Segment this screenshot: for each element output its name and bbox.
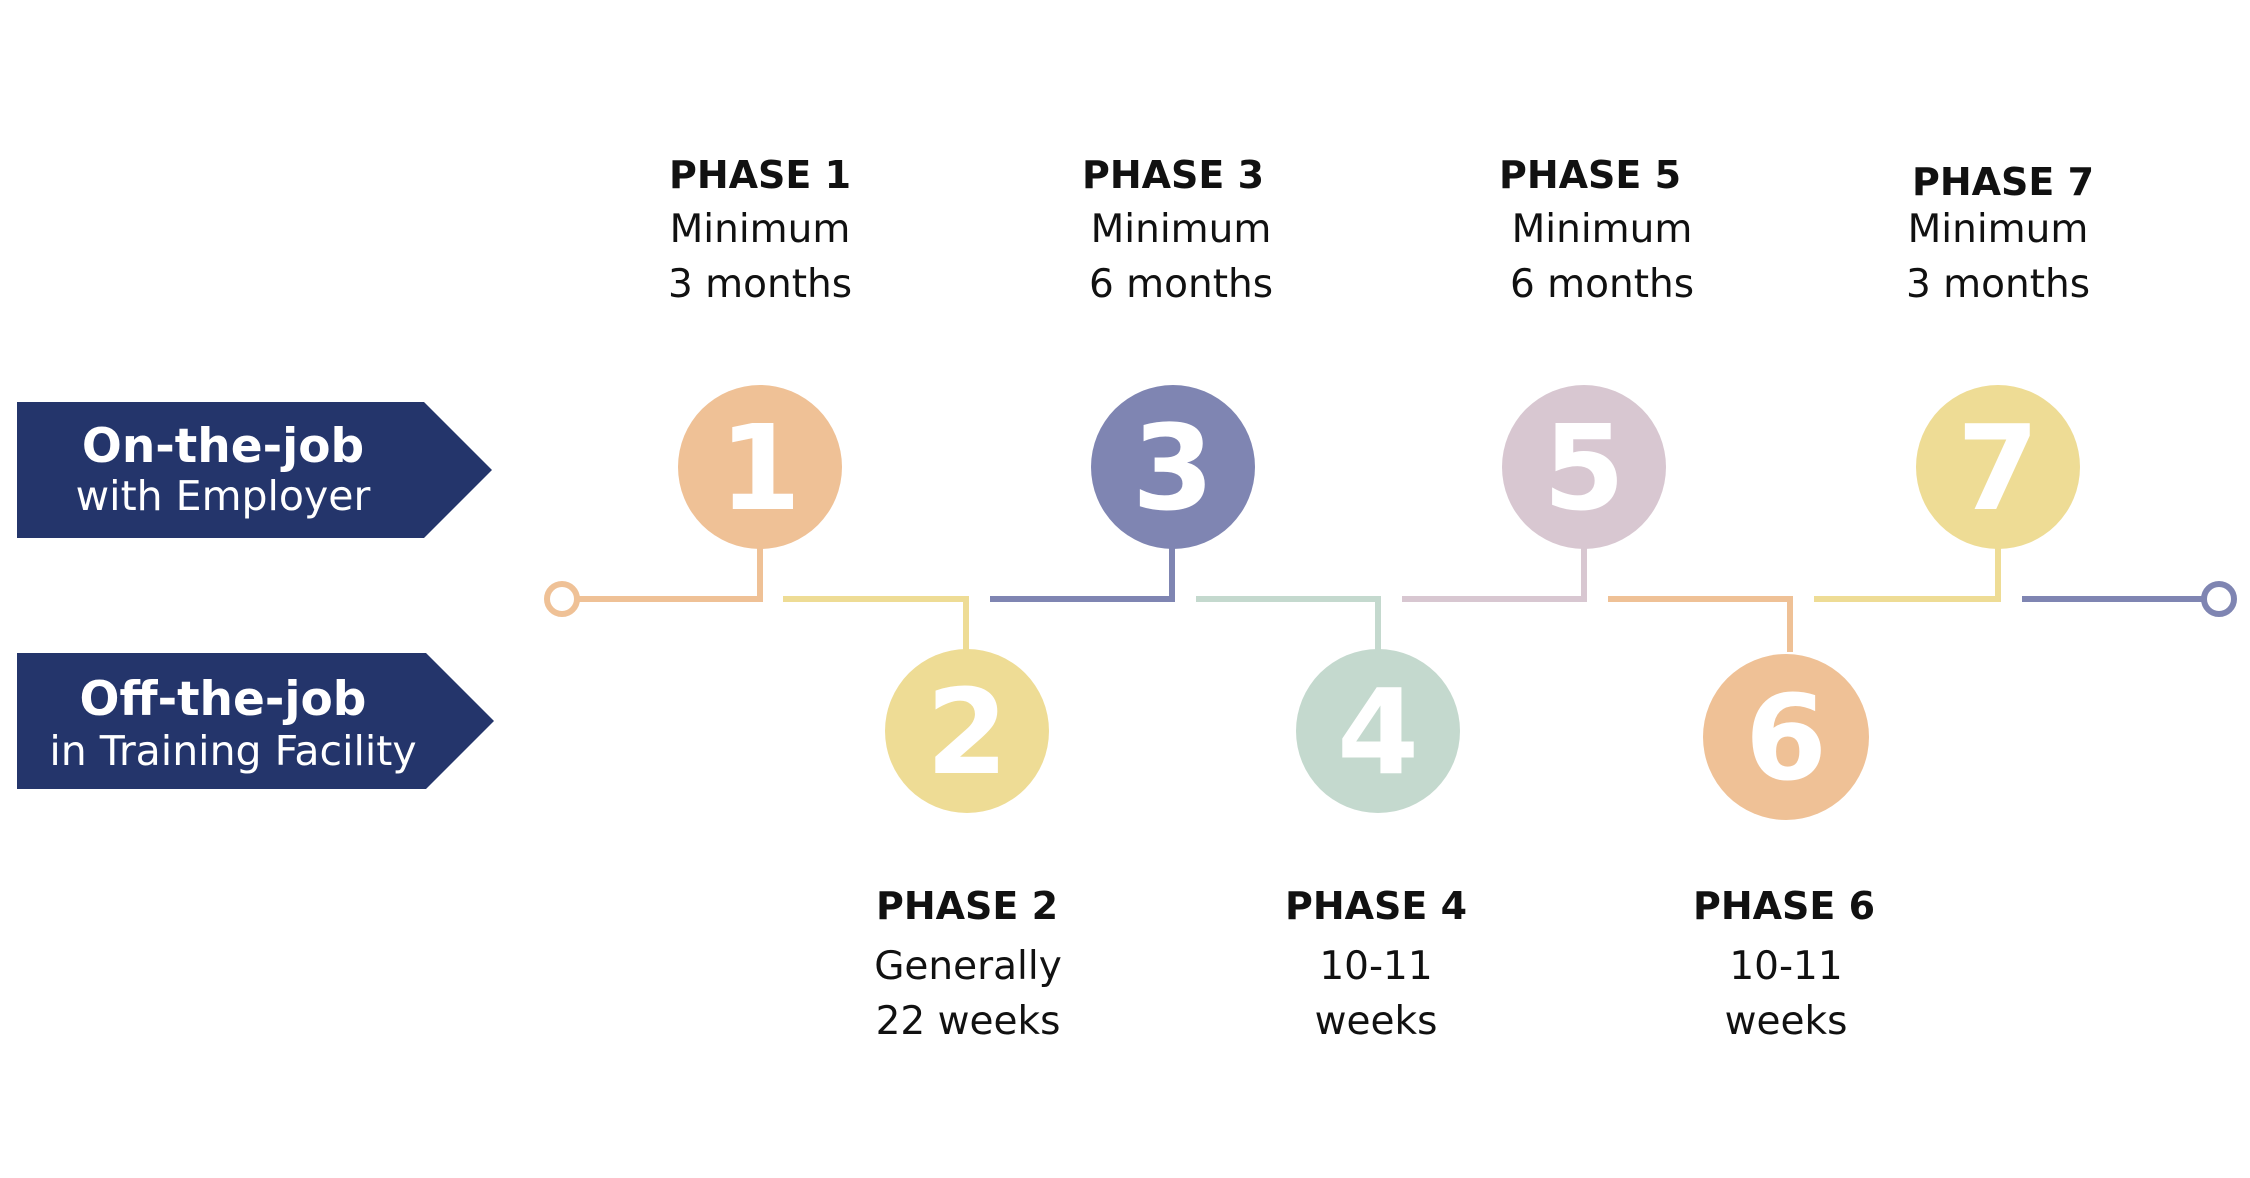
banner-off-the-job: Off-the-job in Training Facility — [17, 653, 494, 789]
phase-7-line-1: Minimum — [1908, 207, 2089, 252]
phase-6: 6 PHASE 6 10-11 weeks — [1693, 654, 1875, 1044]
phase-5-line-1: Minimum — [1512, 207, 1693, 252]
phase-6-circle — [1703, 654, 1869, 820]
phase-6-line-2: weeks — [1725, 999, 1848, 1044]
timeline-end-dot — [2201, 581, 2237, 617]
banner-on-the-job: On-the-job with Employer — [17, 402, 492, 538]
phase-1-line-2: 3 months — [668, 262, 852, 307]
phase-6-number: 6 — [1745, 669, 1827, 807]
phase-6-line-1: 10-11 — [1729, 944, 1842, 989]
banner-off-the-job-title: Off-the-job — [80, 672, 367, 727]
banner-on-the-job-arrow — [17, 402, 492, 538]
phase-1-circle — [678, 385, 842, 549]
phase-1-number: 1 — [719, 399, 801, 537]
phase-2-circle — [885, 649, 1049, 813]
phase-5-circle — [1502, 385, 1666, 549]
phase-2-title: PHASE 2 — [876, 884, 1058, 928]
phase-4-line-1: 10-11 — [1319, 944, 1432, 989]
phase-4-circle — [1296, 649, 1460, 813]
phase-2-number: 2 — [926, 663, 1008, 801]
phase-2: 2 PHASE 2 Generally 22 weeks — [874, 649, 1062, 1044]
phase-3-circle — [1091, 385, 1255, 549]
phase-7-title: PHASE 7 — [1912, 160, 2094, 204]
phase-1-line-1: Minimum — [670, 207, 851, 252]
phase-7-number: 7 — [1957, 399, 2039, 537]
phase-1: 1 PHASE 1 Minimum 3 months — [668, 153, 852, 549]
banner-on-the-job-subtitle: with Employer — [76, 472, 371, 520]
timeline-start-dot — [544, 581, 580, 617]
phase-7-line-2: 3 months — [1906, 262, 2090, 307]
phase-5-title: PHASE 5 — [1499, 153, 1681, 197]
phase-4-number: 4 — [1337, 663, 1419, 801]
phase-2-line-2: 22 weeks — [876, 999, 1061, 1044]
banner-off-the-job-subtitle: in Training Facility — [49, 727, 416, 775]
phase-3-title: PHASE 3 — [1082, 153, 1264, 197]
banner-off-the-job-arrow — [17, 653, 494, 789]
phase-5-number: 5 — [1543, 399, 1625, 537]
phase-4-title: PHASE 4 — [1285, 884, 1467, 928]
phase-3: 3 PHASE 3 Minimum 6 months — [1082, 153, 1273, 549]
phase-4: 4 PHASE 4 10-11 weeks — [1285, 649, 1467, 1044]
phase-6-title: PHASE 6 — [1693, 884, 1875, 928]
phase-2-line-1: Generally — [874, 944, 1062, 989]
phase-4-line-2: weeks — [1315, 999, 1438, 1044]
phase-3-number: 3 — [1132, 399, 1214, 537]
phase-3-line-2: 6 months — [1089, 262, 1273, 307]
phase-7: 7 PHASE 7 Minimum 3 months — [1906, 160, 2094, 549]
phase-5: 5 PHASE 5 Minimum 6 months — [1499, 153, 1694, 549]
banner-on-the-job-title: On-the-job — [82, 419, 364, 474]
timeline-track — [577, 548, 2204, 652]
phase-7-circle — [1916, 385, 2080, 549]
phase-5-line-2: 6 months — [1510, 262, 1694, 307]
phase-1-title: PHASE 1 — [669, 153, 851, 197]
phase-3-line-1: Minimum — [1091, 207, 1272, 252]
